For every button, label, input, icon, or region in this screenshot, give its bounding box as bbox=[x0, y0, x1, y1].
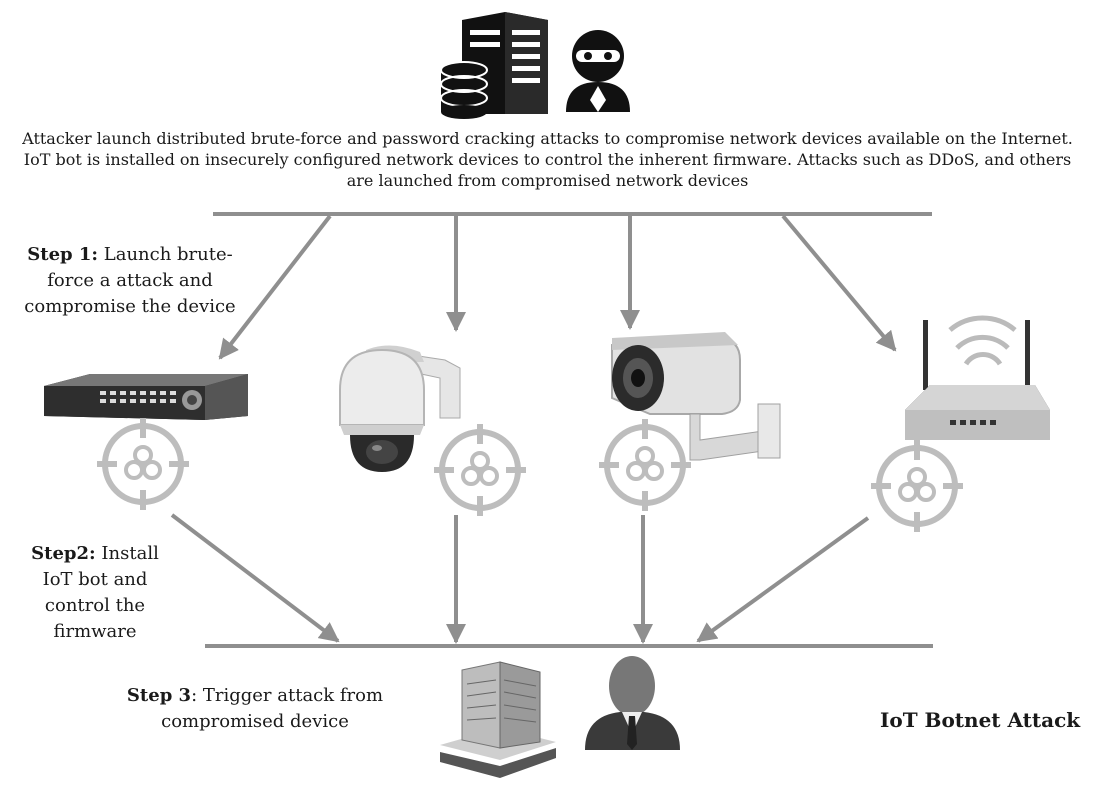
figure-caption: IoT Botnet Attack bbox=[880, 708, 1081, 732]
step1-arrows bbox=[218, 214, 897, 360]
person-icon bbox=[585, 656, 680, 750]
dvr-icon bbox=[44, 374, 248, 420]
step-1-text: Step 1: Launch brute-force a attack and … bbox=[14, 242, 246, 320]
office-building-icon bbox=[440, 661, 556, 778]
step-3-text: Step 3: Trigger attack from compromised … bbox=[110, 683, 400, 735]
step-3-label: Step 3 bbox=[126, 685, 192, 706]
bullet-camera-icon bbox=[611, 332, 781, 461]
biohazard-target-icon bbox=[97, 418, 189, 510]
biohazard-target-icon bbox=[599, 419, 691, 511]
step-1-body: Launch brute-force a attack and compromi… bbox=[24, 244, 236, 317]
wifi-router-icon bbox=[905, 315, 1050, 440]
attack-description: Attacker launch distributed brute-force … bbox=[22, 129, 1073, 190]
hacker-icon bbox=[566, 30, 630, 112]
ptz-camera-icon bbox=[339, 345, 461, 472]
step-3-body: : Trigger attack from compromised device bbox=[161, 685, 384, 732]
step-2-body: Install IoT bot and control the firmware bbox=[42, 543, 159, 642]
step2-arrows bbox=[170, 513, 870, 644]
step-2-label: Step2: bbox=[31, 543, 96, 564]
biohazard-target-icon bbox=[871, 440, 963, 532]
step-2-text: Step2: Install IoT bot and control the f… bbox=[20, 541, 170, 645]
database-icon bbox=[440, 61, 488, 119]
biohazard-target-icon bbox=[434, 424, 526, 516]
step-1-label: Step 1: bbox=[27, 244, 99, 265]
